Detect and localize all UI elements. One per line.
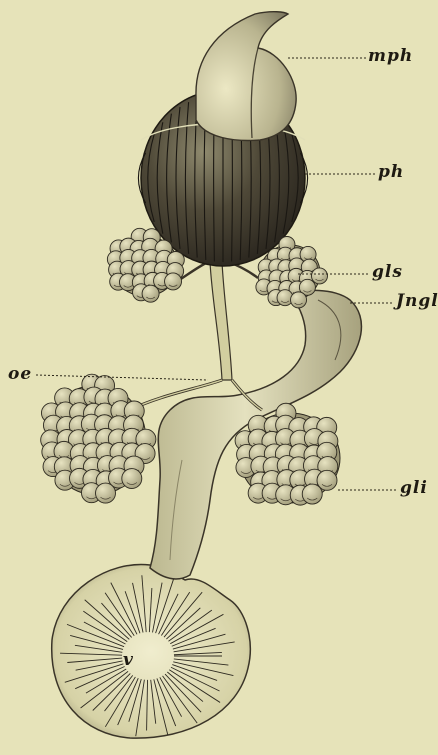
label-gls: gls	[372, 262, 403, 282]
label-v: v	[123, 650, 133, 670]
gland-inferior-left	[41, 374, 156, 503]
label-ph: ph	[378, 162, 404, 182]
gland-inferior-right	[235, 403, 340, 505]
vesicle	[52, 564, 251, 738]
label-mph: mph	[368, 46, 413, 66]
label-ingl: Jngl	[396, 291, 438, 311]
label-gli: gli	[400, 478, 428, 498]
mandible	[196, 12, 296, 141]
label-oe: oe	[8, 364, 32, 384]
